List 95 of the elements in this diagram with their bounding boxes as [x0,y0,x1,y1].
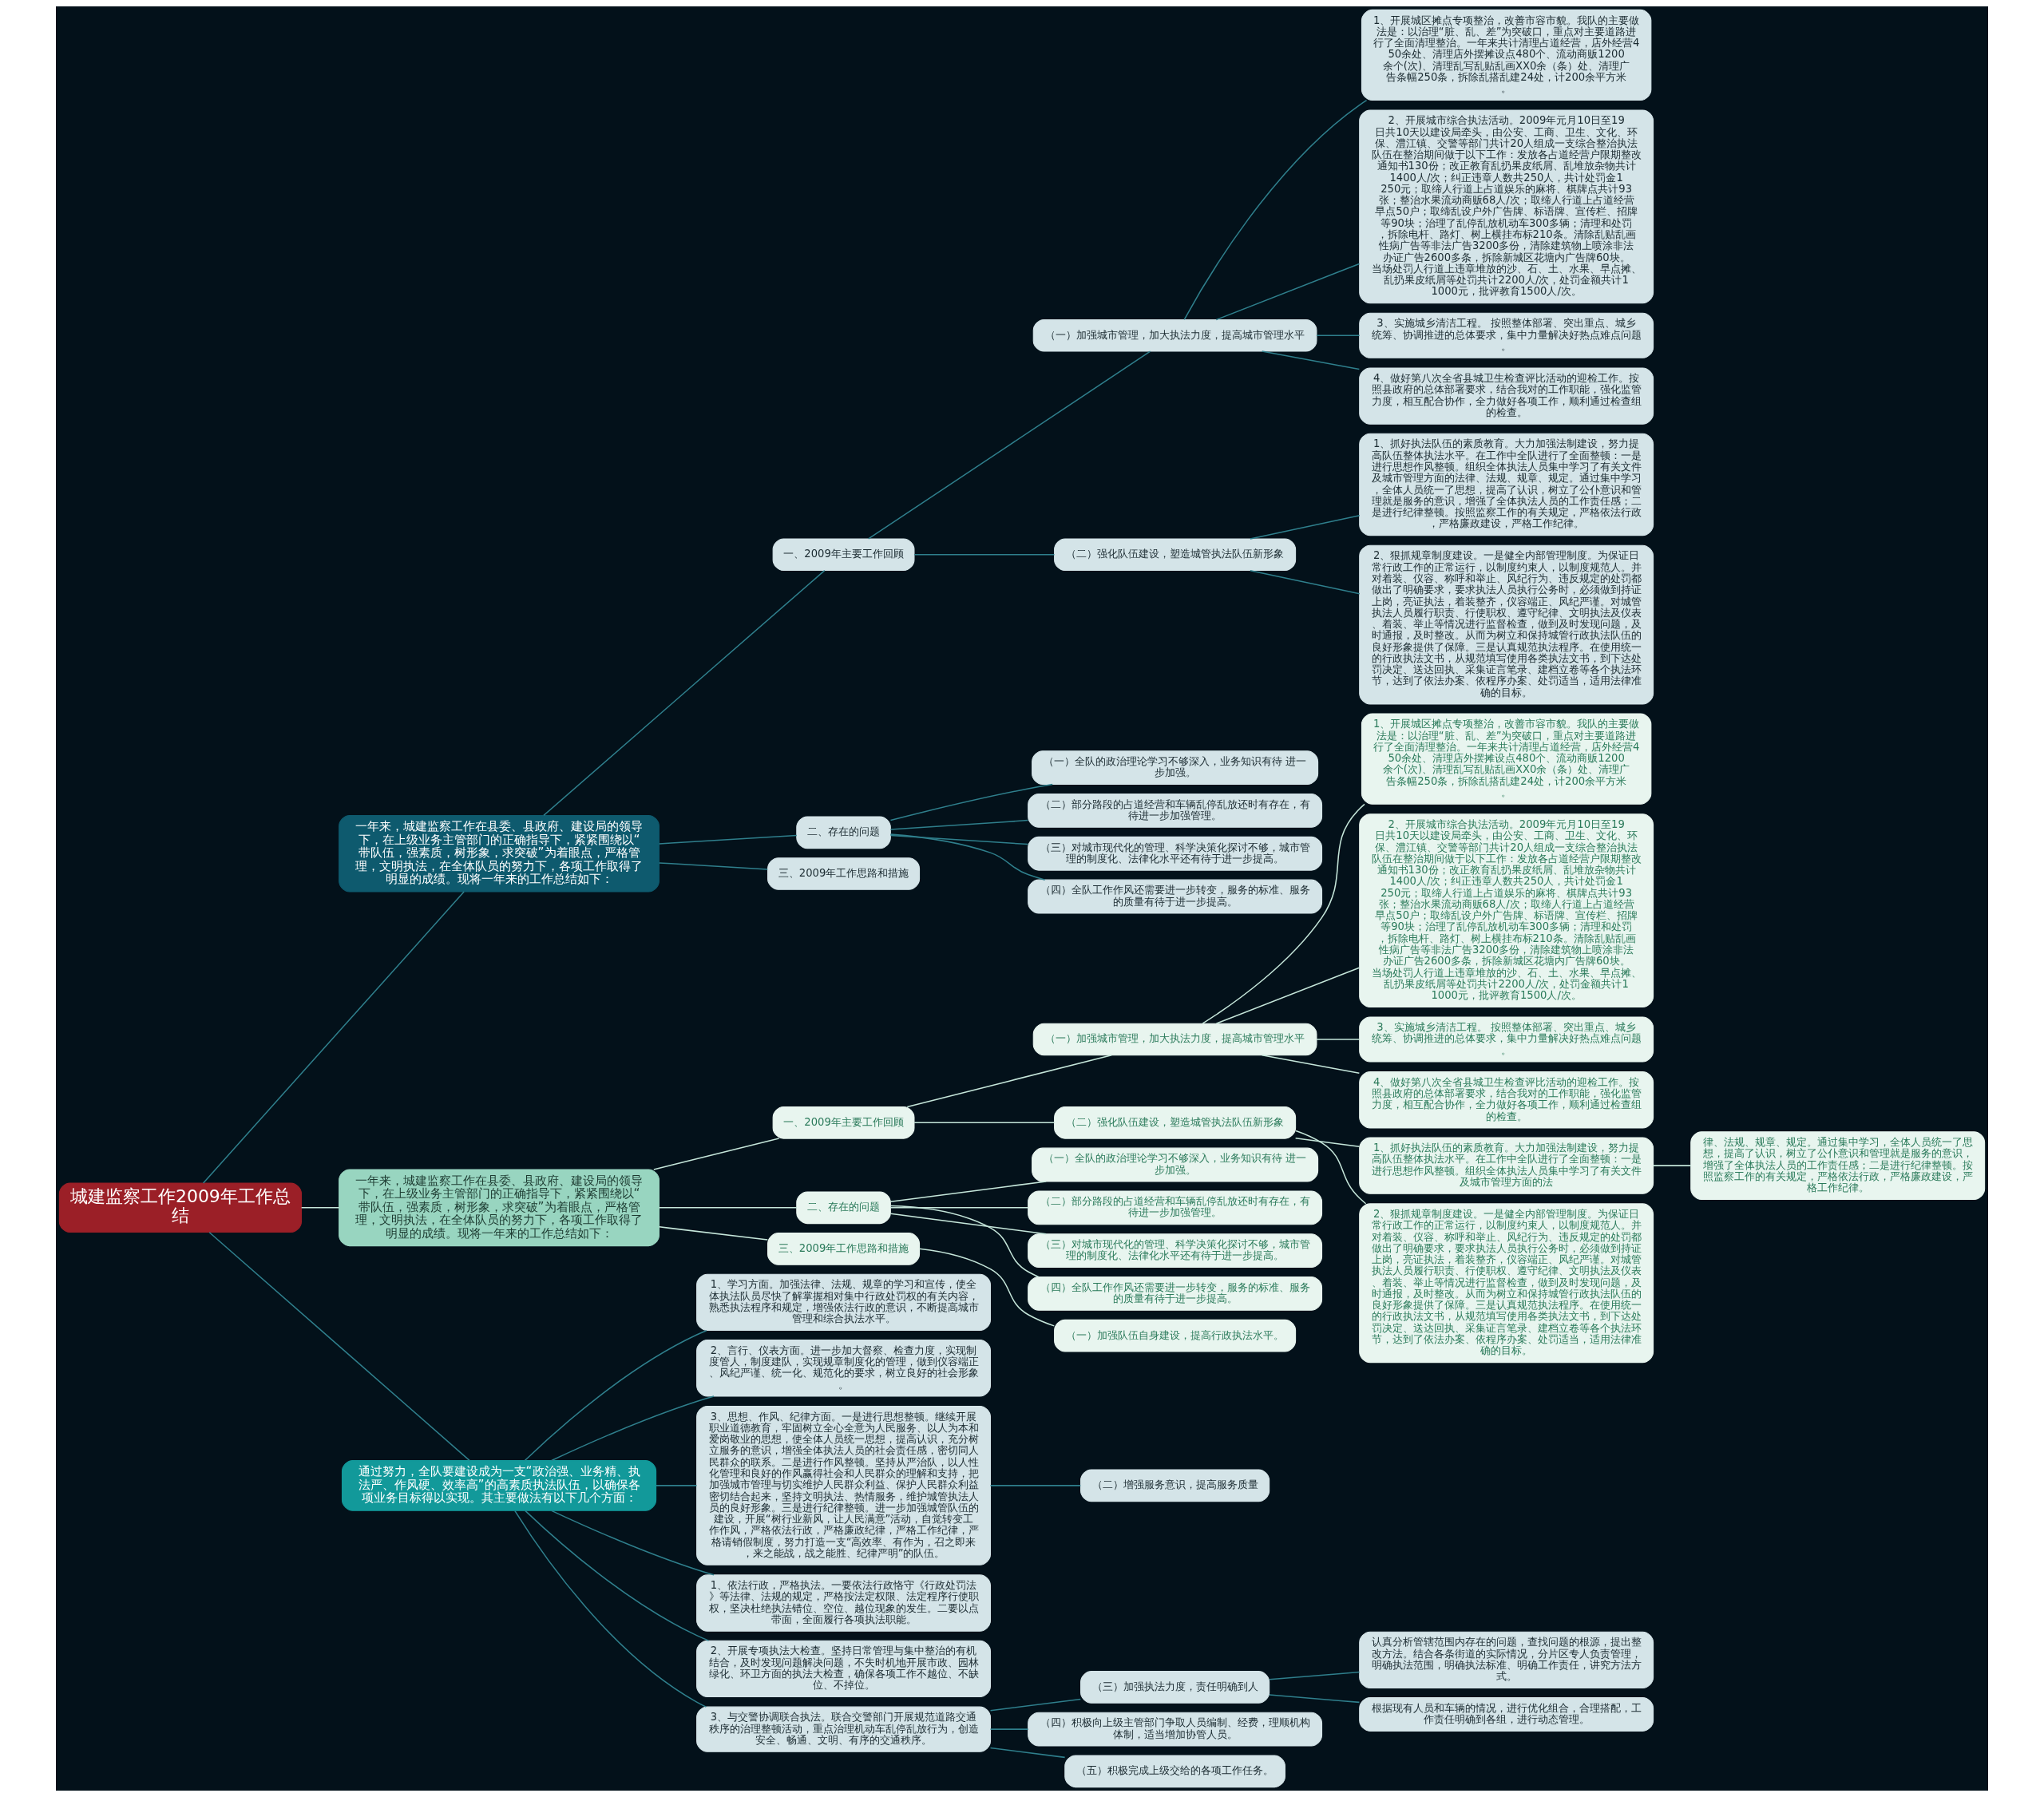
node-box: 1、开展城区摊点专项整治，改善市容市貌。我队的主要做法是：以治理“脏、乱、差”为突破口，重点对主要道路进行了全面清理整治。一年来共计清理占道经营，店外经营450余处、清理店外摆摊设点480个、流动商贩1200余个(次)、清理乱写乱贴乱画XX0余（条）处、清理广告条幅250条，拆除乱搭乱建24处，计200余平方米。 [1361,9,1652,101]
connector [1215,263,1361,321]
node-box: 二、存在的问题 [796,816,891,849]
connector [1294,1138,1361,1148]
connector [1215,967,1361,1024]
node-box: 4、做好第八次全省县城卫生检查评比活动的迎检工作。按照县政府的总体部署要求，结合我对的工作职能，强化监管力度，相互配合协作，全力做好各项工作，顺利通过检查组的检查。 [1359,367,1654,425]
node-box: （二）增强服务意识，提高服务质量 [1080,1469,1270,1502]
node-box: 1、依法行政，严格执法。一要依法行政恪守《行政处罚法》等法律、法规的规定，严格按法定权限、法定程序行使职权，坚决杜绝执法错位、空位、越位现象的发生。二要以点带面，全面履行各项执法职能。 [696,1574,991,1632]
connector [867,350,1151,540]
node-box: （二）部分路段的占道经营和车辆乱停乱放还时有存在，有待进一步加强管理。 [1028,794,1323,828]
connector [889,783,1053,821]
node-box: 根据现有人员和车辆的情况，进行优化组合，合理搭配，工作责任明确到各组，进行动态管理。 [1359,1697,1654,1732]
node-box: 通过努力，全队要建设成为一支“政治强、业务精、执法严、作风硬、效率高”的高素质执法队伍，以确保各项业务目标得以实现。其主要做法有以下几个方面： [341,1460,657,1511]
connector [989,1728,1029,1730]
connector [918,1248,1056,1327]
node-box: 2、狠抓规章制度建设。一是健全内部管理制度。为保证日常行政工作的正常运行，以制度约束人，以制度规范人。并对着装、仪容、称呼和举止、风纪行为、违反规定的处罚都做出了明确要求，要求执法人员执行公务时，必须做到持证上岗，亮证执法，着装整齐，仪容端正、风纪严谨。对城管执法人员履行职责、行使职权、遵守纪律、文明执法及仪表、着装、举止等情况进行监督检查，做到及时发现问题，及时通报，及时整改。从而为树立和保持城管行政执法队伍的良好形象提供了保障。三是认真规范执法程序。在使用统一的行政执法文书，从规范填写使用各类执法文书，到下达处罚决定、送达回执、采集证言笔录、建档立卷等各个执法环节，达到了依法办案、依程序办案、处罚适当，适用法律准确的目标。 [1359,544,1654,705]
node-box: 一、2009年主要工作回顾 [772,1106,915,1139]
node-box: 一年来，城建监察工作在县委、县政府、建设局的领导下，在上级业务主管部门的正确指导下，紧紧围绕以“带队伍，强素质，树形象，求突破”为着眼点，严格管理，文明执法，在全体队员的努力下，各项工作取得了明显的成绩。现将一年来的工作总结如下： [339,814,660,893]
node-box: 一、2009年主要工作回顾 [772,538,915,572]
node-box: 3、思想、作风、纪律方面。一是进行思想整顿。继续开展职业道德教育，牢固树立全心全意为人民服务、以人为本和爱岗敬业的思想，使全体人员统一思想，提高认识，充分树立服务的意识，增强全体执法人员的社会责任感，密切同人民群众的联系。二是进行作风整顿。坚持从严治队，以人性化管理和良好的作风赢得社会和人民群众的理解和支持，把加强城市管理与切实维护人民群众利益、保护人民群众利益密切结合起来，坚持文明执法、热情服务，维护城管执法人员的良好形象。三是进行纪律整顿。进一步加强城管队伍的建设，开展“树行业新风，让人民满意”活动，自觉转变工作作风，严格依法行政，严格廉政纪律，严格工作纪律，严格请销假制度，努力打造一支“高效率、有作为，召之即来，来之能战，战之能胜、纪律严明”的队伍。 [696,1405,991,1565]
connector [551,1395,715,1462]
connector [1202,803,1365,1024]
node-box: （一）加强城市管理，加大执法力度，提高城市管理水平 [1032,319,1317,352]
node-box: 1、抓好执法队伍的素质教育。大力加强法制建设，努力提高队伍整体执法水平。在工作中全队进行了全面整顿：一是进行思想作风整顿。组织全体执法人员集中学习了有关文件及城市管理方面的法 [1359,1137,1654,1194]
node-box: 2、开展城市综合执法活动。2009年元月10日至19日共10天以建设局牵头，由公安、工商、卫生、文化、环保、澧江镇、交警等部门共计20人组成一支综合整治执法队伍在整治期间做于以下工作：发放各占道经营户限期整改通知书130份；改正教育乱扔果皮纸屑、乱堆放杂物共计1400人/次；纠正违章人数共250人，共计处罚金1250元；取缔人行道上占道娱乐的麻将、棋牌点共计93张；整治水果流动商贩68人/次；取缔人行道上占道经营早点50户；取缔乱设户外广告牌、标语牌、宣传栏、招牌等90块；治理了乱停乱放机动车300多辆；清理和处罚，拆除电杆、路灯、树上横挂布标210条。清除乱贴乱画性病广告等非法广告3200多份，清除建筑物上喷涂非法办证广告2600多条，拆除新城区花塘内广告牌60块。当场处罚人行道上违章堆放的沙、石、土、水果、早点摊、乱扔果皮纸屑等处罚共计2200人/次，处罚金额共计11000元，批评教育1500人/次。 [1359,813,1654,1007]
connector [658,834,798,845]
connector [889,819,1029,830]
connector [889,833,1046,881]
connector [889,1205,1040,1278]
node-box: 二、存在的问题 [796,1191,891,1225]
connector [1269,1671,1361,1680]
node-box: 4、做好第八次全省县城卫生检查评比活动的迎检工作。按照县政府的总体部署要求，结合我对的工作职能，强化监管力度，相互配合协作，全力做好各项工作，顺利通过检查组的检查。 [1359,1071,1654,1129]
connector [889,1213,1047,1235]
node-box: 认真分析管辖范围内存在的问题，查找问题的根源，提出整改方法。结合各条街道的实际情况，分片区专人负责管理，明确执法范围，明确执法标准、明确工作责任，讲究方法方式。 [1359,1631,1654,1689]
connector [1250,569,1361,595]
connector [989,1485,1082,1486]
node-box: （五）积极完成上级交给的各项工作任务。 [1064,1755,1285,1788]
connector [1250,515,1361,540]
connector [1295,1130,1367,1205]
connector [551,1510,715,1576]
node-box: （一）全队的政治理论学习不够深入，业务知识有待 进一步加强。 [1032,750,1319,786]
connector [889,1181,1047,1203]
node-box: 1、学习方面。加强法律、法规、规章的学习和宣传，使全体执法队员尽快了解掌握相对集中行政处罚权的有关内容，熟悉执法程序和规定，增强依法行政的意识，不断提高城市管理和综合执法水平。 [696,1273,991,1332]
connector [889,834,1029,845]
connector [658,1207,798,1209]
node-box: 1、抓好执法队伍的素质教育。大力加强法制建设，努力提高队伍整体执法水平。在工作中全队进行了全面整顿：一是进行思想作风整顿。组织全体执法人员集中学习了有关文件及城市管理方面的法律、法规、规章、规定。通过集中学习，全体人员统一了思想，提高了认识，树立了公仆意识和管理就是服务的意识，增强了全体执法人员的工作责任感；二是进行纪律整顿。按照监察工作的有关规定，严格依法行政，严格廉政建设，严格工作纪律。 [1359,433,1654,536]
connector [913,1122,1056,1124]
connector [1183,99,1368,321]
node-box: 2、狠抓规章制度建设。一是健全内部管理制度。为保证日常行政工作的正常运行，以制度约束人，以制度规范人。并对着装、仪容、称呼和举止、风纪行为、违反规定的处罚都做出了明确要求，要求执法人员执行公务时，必须做到持证上岗，亮证执法，着装整齐，仪容端正、风纪严谨。对城管执法人员履行职责、行使职权、遵守纪律、文明执法及仪表、着装、举止等情况进行监督检查，做到及时发现问题，及时通报，及时整改。从而为树立和保持城管行政执法队伍的良好形象提供了保障。三是认真规范执法程序。在使用统一的行政执法文书，从规范填写使用各类执法文书，到下达处罚决定、送达回执、采集证言笔录、建档立卷等各个执法环节，达到了依法办案、依程序办案、处罚适当，适用法律准确的目标。 [1359,1203,1654,1364]
connector [655,1485,698,1486]
connector [514,1510,707,1708]
connector [906,1055,1112,1108]
connector [202,891,465,1184]
node-box: （四）全队工作作风还需要进一步转变，服务的标准、服务的质量有待于进一步提高。 [1028,879,1323,914]
connector [1652,1165,1692,1166]
connector [653,1138,780,1170]
connector [1316,1039,1361,1040]
connector [889,1207,1029,1209]
connector [208,1231,470,1462]
node-box: （三）加强执法力度，责任明确到人 [1080,1671,1270,1704]
node-box: 1、开展城区摊点专项整治，改善市容市貌。我队的主要做法是：以治理“脏、乱、差”为突破口，重点对主要道路进行了全面清理整治。一年来共计清理占道经营，店外经营450余处、清理店外摆摊设点480个、流动商贩1200余个(次)、清理乱写乱贴乱画XX0余（条）处、清理广告条幅250条，拆除乱搭乱建24处，计200余平方米。 [1361,713,1652,805]
node-box: 3、实施城乡清洁工程。 按照整体部署、突出重点、城乡统筹、协调推进的总体要求，集中力量解决好热点难点问题。 [1359,1016,1654,1063]
node-box: 2、言行、仪表方面。进一步加大督察、检查力度，实现制度管人，制度建队，实现规章制度化的管理，做到仪容端正、风纪严谨、统一化、规范化的要求，树立良好的社会形象。 [696,1340,991,1397]
connector [1261,350,1361,370]
connector [543,569,826,817]
node-box: 城建监察工作2009年工作总结 [58,1182,302,1233]
connector [913,554,1056,556]
node-box: （三）对城市现代化的管理、科学决策化探讨不够，城市管理的制度化、法律化水平还有待于进一步提高。 [1028,1233,1323,1269]
node-box: （四）积极向上级主管部门争取人员编制、经费，理顺机构体制，适当增加协管人员。 [1028,1712,1323,1747]
connector [989,1698,1082,1712]
node-box: 三、2009年工作思路和措施 [767,857,921,890]
connector [1316,334,1361,337]
node-box: （四）全队工作作风还需要进一步转变，服务的标准、服务的质量有待于进一步提高。 [1028,1277,1323,1311]
connector [658,862,769,870]
node-box: 律、法规、规章、规定。通过集中学习，全体人员统一了思想，提高了认识，树立了公仆意识和管理就是服务的意识，增强了全体执法人员的工作责任感；二是进行纪律整顿。按照监察工作的有关规定，严格依法行政，严格廉政建设，严格工作纪律。 [1690,1131,1986,1200]
connector [1261,1055,1361,1074]
connector [300,1207,340,1209]
connector [989,1747,1066,1759]
node-box: 3、实施城乡清洁工程。 按照整体部署、突出重点、城乡统筹、协调推进的总体要求，集中力量解决好热点难点问题。 [1359,312,1654,358]
node-box: 2、开展专项执法大检查。坚持日常管理与集中整治的有机结合，及时发现问题解决问题，不失时机地开展市政、园林绿化、环卫方面的执法大检查，确保各项工作不越位、不缺位、不掉位。 [696,1640,991,1698]
node-box: （一）全队的政治理论学习不够深入，业务知识有待 进一步加强。 [1032,1147,1319,1182]
node-box: 3、与交警协调联合执法。联合交警部门开展规范道路交通秩序的治理整顿活动，重点治理机动车乱停乱放行为，创造安全、畅通、文明、有序的交通秩序。 [696,1706,991,1752]
node-box: （二）强化队伍建设，塑造城管执法队伍新形象 [1054,538,1297,572]
node-box: （二）强化队伍建设，塑造城管执法队伍新形象 [1054,1106,1297,1139]
connector [1269,1694,1361,1704]
connector [658,1226,769,1241]
node-box: 一年来，城建监察工作在县委、县政府、建设局的领导下，在上级业务主管部门的正确指导下，紧紧围绕以“带队伍，强素质，树形象，求突破”为着眼点，严格管理，文明执法，在全体队员的努力下，各项工作取得了明显的成绩。现将一年来的工作总结如下： [339,1169,660,1247]
node-box: （一）加强城市管理，加大执法力度，提高城市管理水平 [1032,1023,1317,1056]
node-box: 三、2009年工作思路和措施 [767,1233,921,1265]
node-box: 2、开展城市综合执法活动。2009年元月10日至19日共10天以建设局牵头，由公安、工商、卫生、文化、环保、澧江镇、交警等部门共计20人组成一支综合整治执法队伍在整治期间做于以下工作：发放各占道经营户限期整改通知书130份；改正教育乱扔果皮纸屑、乱堆放杂物共计1400人/次；纠正违章人数共250人，共计处罚金1250元；取缔人行道上占道娱乐的麻将、棋牌点共计93张；整治水果流动商贩68人/次；取缔人行道上占道经营早点50户；取缔乱设户外广告牌、标语牌、宣传栏、招牌等90块；治理了乱停乱放机动车300多辆；清理和处罚，拆除电杆、路灯、树上横挂布标210条。清除乱贴乱画性病广告等非法广告3200多份，清除建筑物上喷涂非法办证广告2600多条，拆除新城区花塘内广告牌60块。当场处罚人行道上违章堆放的沙、石、土、水果、早点摊、乱扔果皮纸屑等处罚共计2200人/次，处罚金额共计11000元，批评教育1500人/次。 [1359,109,1654,304]
connector [524,1329,707,1462]
node-box: （一）加强队伍自身建设，提高行政执法水平。 [1054,1319,1297,1352]
connector [525,1510,710,1641]
node-box: （二）部分路段的占道经营和车辆乱停乱放还时有存在，有待进一步加强管理。 [1028,1190,1323,1225]
node-box: （三）对城市现代化的管理、科学决策化探讨不够，城市管理的制度化、法律化水平还有待于进一步提高。 [1028,836,1323,871]
